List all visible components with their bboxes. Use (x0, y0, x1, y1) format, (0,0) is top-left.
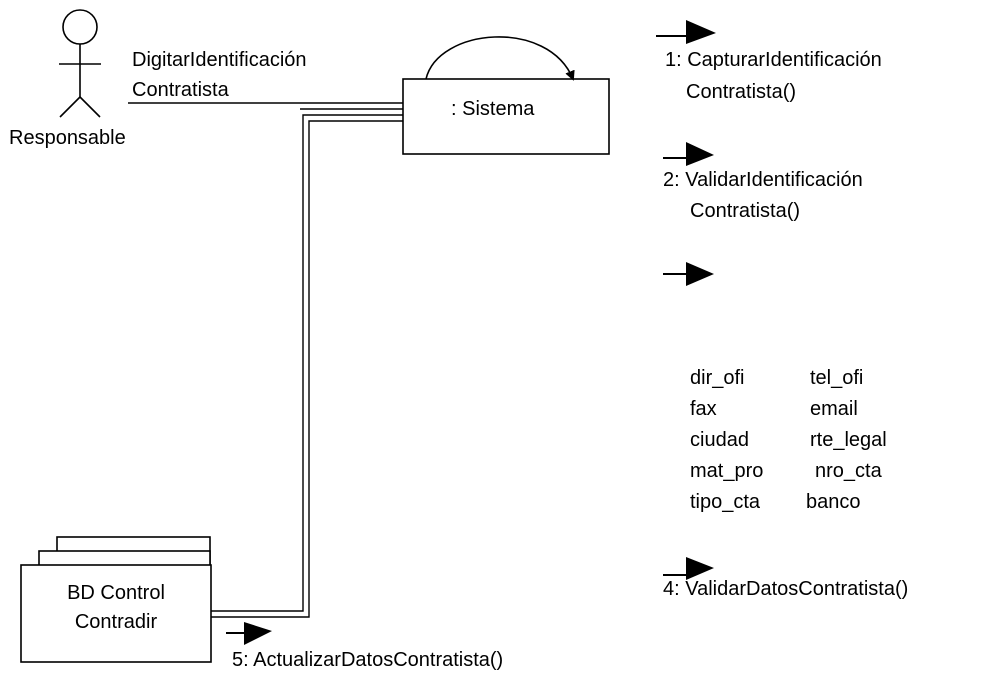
message-arrow-5 (226, 622, 272, 645)
field-banco: banco (806, 491, 861, 513)
database-label-line1: BD Control (67, 582, 165, 604)
actor-label: Responsable (9, 127, 126, 149)
database-label-line2: Contradir (74, 611, 158, 633)
system-label: : Sistema (451, 98, 535, 120)
field-fax: fax (690, 398, 717, 420)
user-message-line2: Contratista (132, 79, 229, 101)
system-object-box (402, 78, 610, 155)
user-message-line1: DigitarIdentificación (132, 49, 307, 71)
message-2-line2: Contratista() (690, 200, 801, 222)
field-rte-legal: rte_legal (810, 429, 887, 451)
system-db-link (211, 114, 403, 618)
message-4-label: 4: ValidarDatosContratista() (663, 578, 909, 600)
message-arrow-2 (663, 142, 714, 166)
field-ciudad: ciudad (690, 429, 749, 451)
message-1-line1: 1: CapturarIdentificación (665, 49, 882, 71)
field-email: email (810, 398, 858, 420)
field-nro-cta: nro_cta (815, 460, 882, 482)
self-message-arc (425, 36, 575, 81)
actor-system-link (128, 102, 403, 110)
message-5-label: 5: ActualizarDatosContratista() (232, 649, 504, 671)
database-object (20, 536, 212, 663)
actor-figure (59, 9, 101, 118)
field-mat-pro: mat_pro (690, 460, 764, 482)
message-2-line1: 2: ValidarIdentificación (663, 169, 863, 191)
field-tipo-cta: tipo_cta (690, 491, 761, 513)
message-arrow-1 (656, 20, 716, 44)
message-arrow-3 (663, 262, 714, 286)
message-arrow-4 (663, 557, 714, 580)
field-tel-ofi: tel_ofi (810, 367, 864, 389)
field-dir-ofi: dir_ofi (690, 367, 745, 389)
message-1-line2: Contratista() (686, 81, 797, 103)
